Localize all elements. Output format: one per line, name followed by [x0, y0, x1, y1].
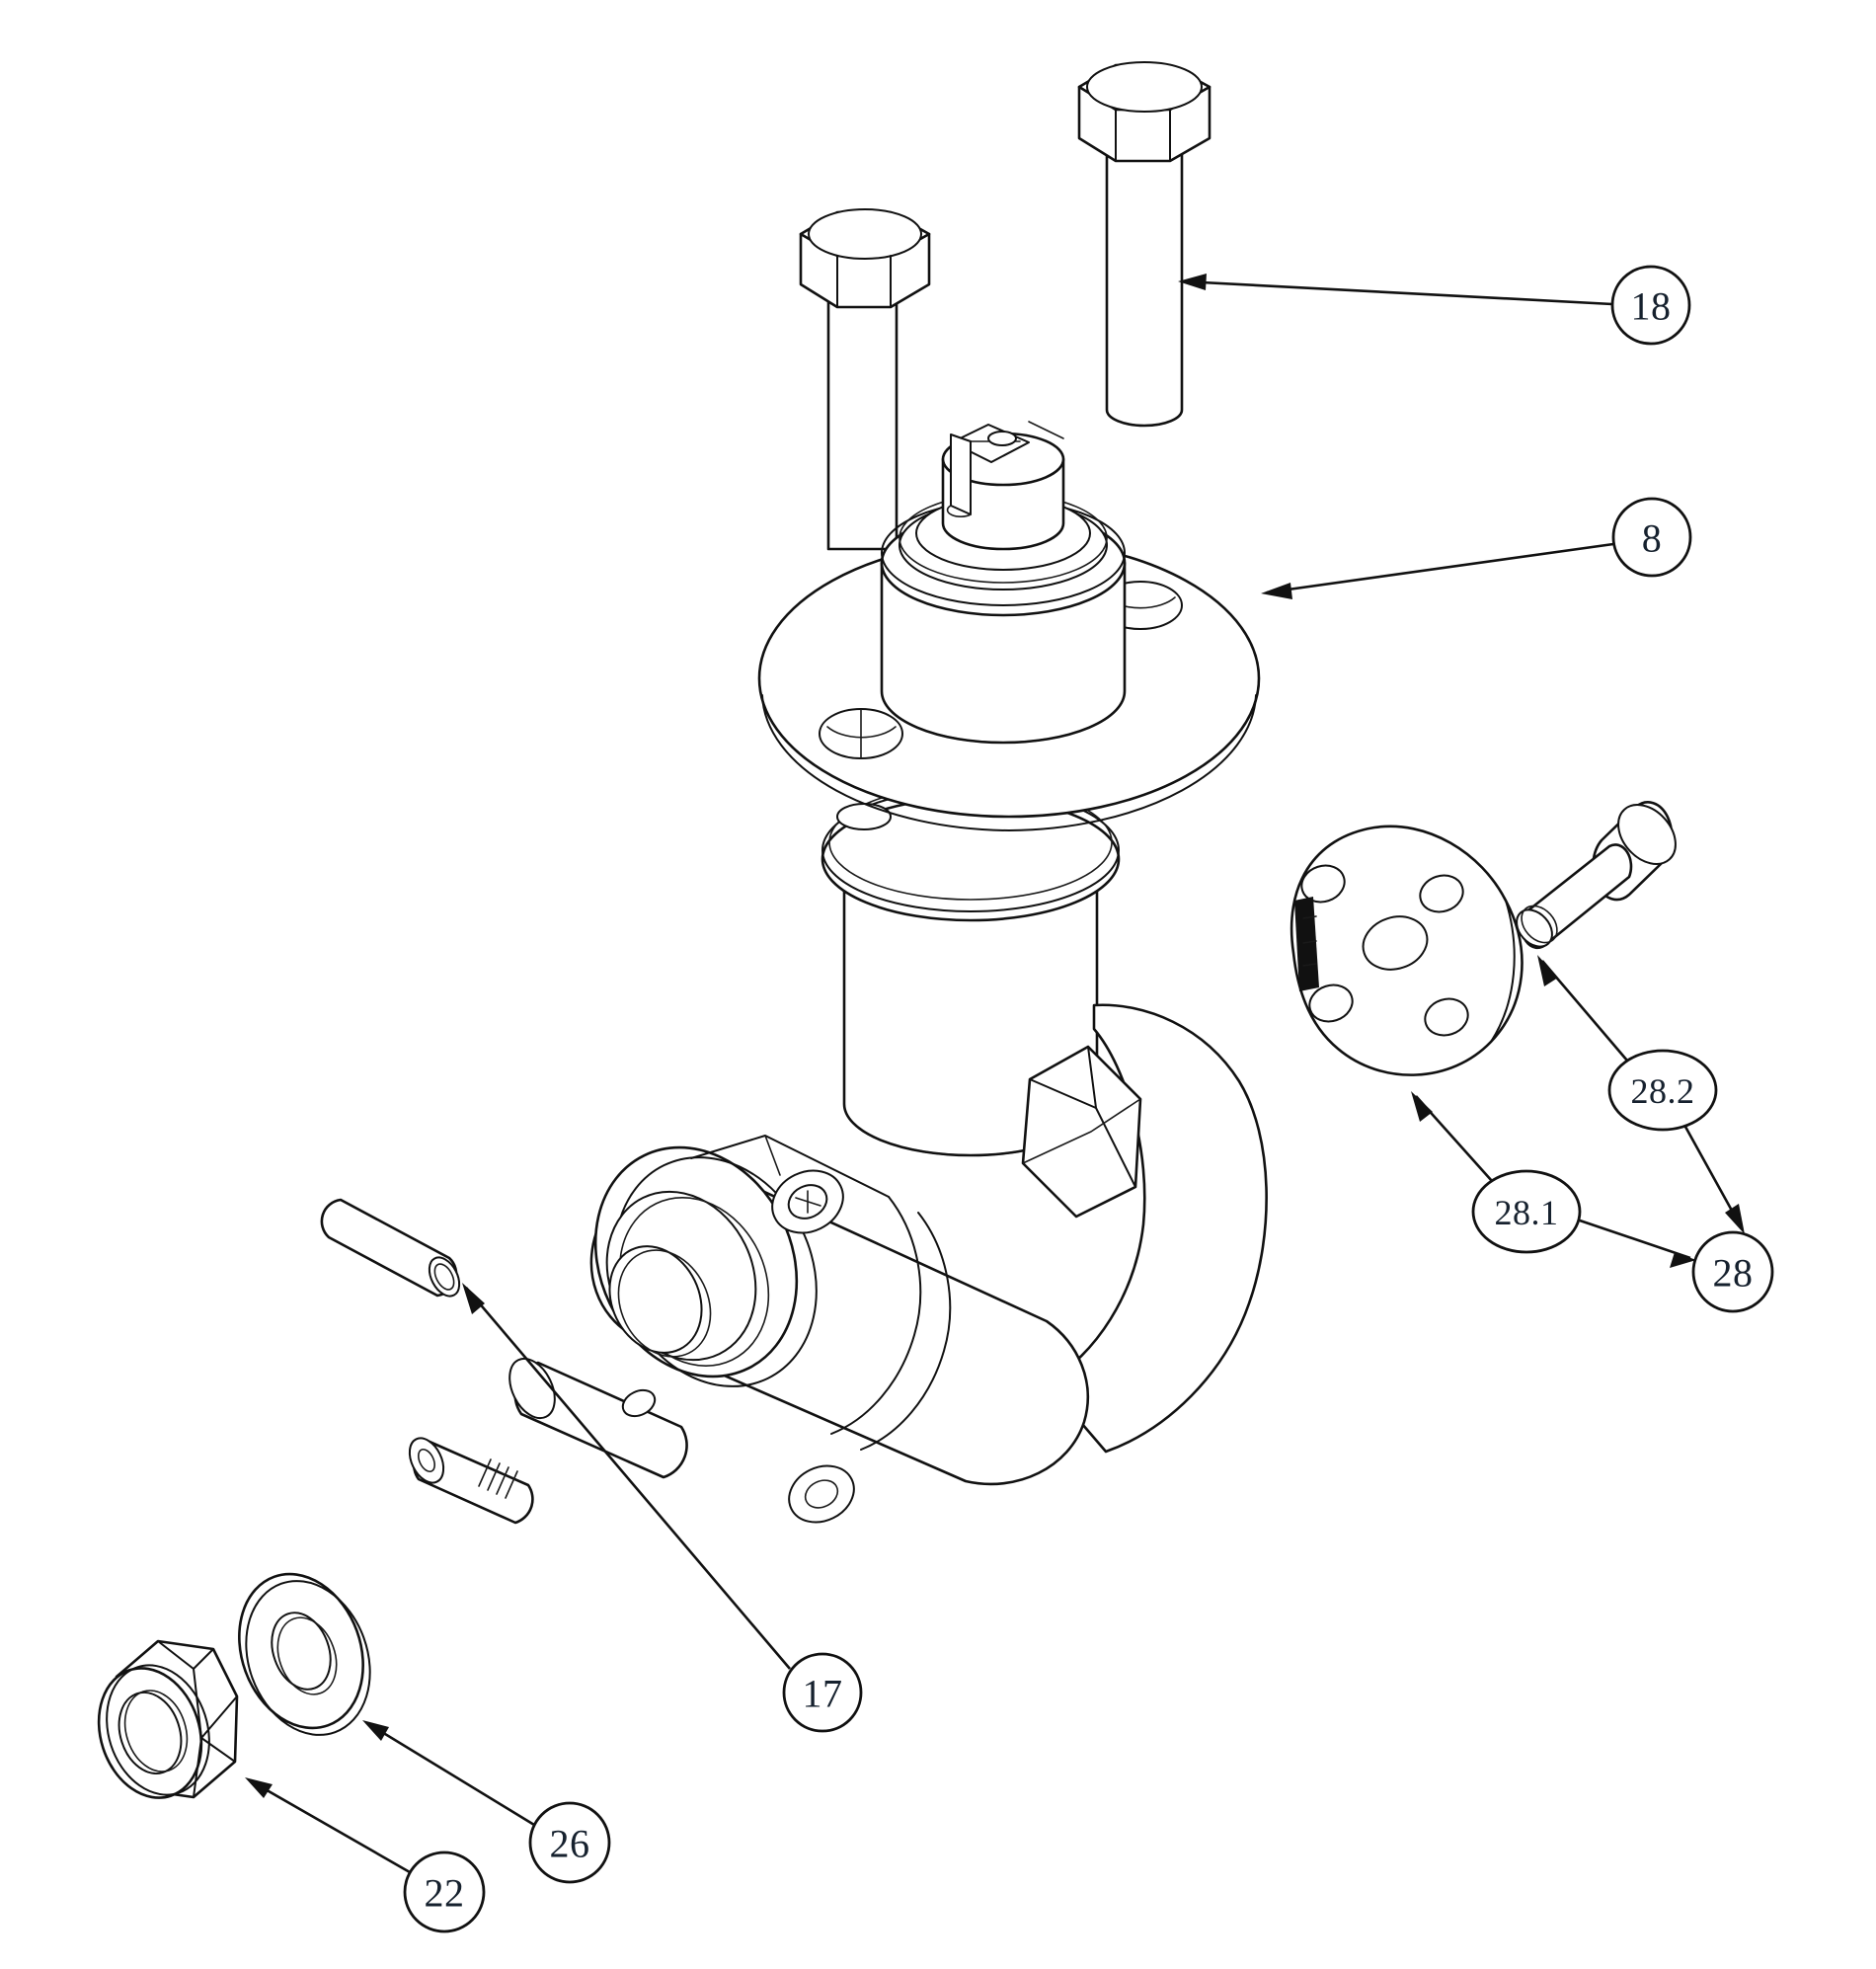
part-socket-cap-screw	[1516, 801, 1677, 950]
callout-26-label: 26	[550, 1822, 590, 1866]
callout-26[interactable]: 26	[528, 1801, 611, 1884]
callout-18[interactable]: 18	[1610, 265, 1691, 346]
callout-28-2-label: 28.2	[1631, 1071, 1695, 1111]
part-upper-flange-housing	[408, 421, 1268, 1525]
part-triangular-cover-plate	[1290, 825, 1524, 1076]
part-hex-bolt-long	[1077, 61, 1212, 428]
callout-28-1[interactable]: 28.1	[1471, 1169, 1582, 1254]
callout-17-label: 17	[803, 1672, 843, 1716]
callout-28-2[interactable]: 28.2	[1607, 1049, 1718, 1132]
callout-22-label: 22	[425, 1871, 465, 1916]
part-dowel-pin	[320, 1198, 461, 1298]
callout-28[interactable]: 28	[1691, 1230, 1774, 1313]
part-hex-bolt-short	[799, 208, 931, 551]
callout-balloons: 18 8 28.2 28.1 28 17	[403, 265, 1774, 1933]
callout-28-1-label: 28.1	[1495, 1193, 1559, 1232]
callout-17[interactable]: 17	[782, 1652, 863, 1733]
callout-8-label: 8	[1642, 516, 1663, 561]
callout-22[interactable]: 22	[403, 1851, 486, 1933]
part-flat-washer	[238, 1572, 371, 1736]
callout-28-label: 28	[1713, 1251, 1754, 1296]
leader-lines	[245, 274, 1745, 1874]
callout-8[interactable]: 8	[1611, 497, 1692, 578]
part-nylock-hex-nut	[97, 1639, 239, 1799]
callout-18-label: 18	[1631, 284, 1672, 329]
